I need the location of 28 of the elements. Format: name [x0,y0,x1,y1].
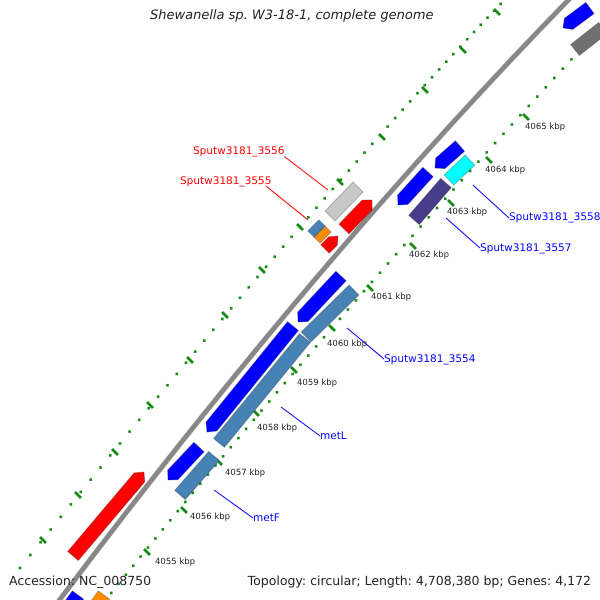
gene-label: metF [253,513,280,524]
gene-feature [174,450,220,500]
gene-label: Sputw3181_3555 [180,176,272,186]
gene-feature [443,154,476,186]
leader-line [280,406,320,436]
scale-label: 4063 kbp [447,208,488,216]
gene-label: Sputw3181_3558 [509,212,600,222]
accession-text: Accession: NC_008750 [9,575,152,588]
leader-line [346,328,384,360]
gene-label: Sputw3181_3556 [193,146,284,156]
scale-label: 4059 kbp [297,379,338,388]
scale-label: 4065 kbp [525,123,566,132]
scale-label: 4055 kbp [155,558,196,566]
scale-label: 4060 kbp [327,340,368,348]
leader-line [214,490,254,518]
gene-label: Sputw3181_3554 [384,354,476,364]
leader-line [446,218,480,248]
gene-label: metL [320,431,347,442]
gene-label: Sputw3181_3557 [480,243,572,254]
scale-label: 4056 kbp [190,513,230,522]
leader-line [472,184,510,218]
title: Shewanella sp. W3-18-1, complete genome [150,9,434,22]
leader-line [284,156,328,190]
scale-label: 4058 kbp [257,424,298,432]
leader-line [266,186,308,220]
gene-feature [307,219,326,238]
genome-stats: Topology: circular; Length: 4,708,380 bp; Genes: 4,172 [248,575,591,588]
gene-feature [324,181,364,222]
